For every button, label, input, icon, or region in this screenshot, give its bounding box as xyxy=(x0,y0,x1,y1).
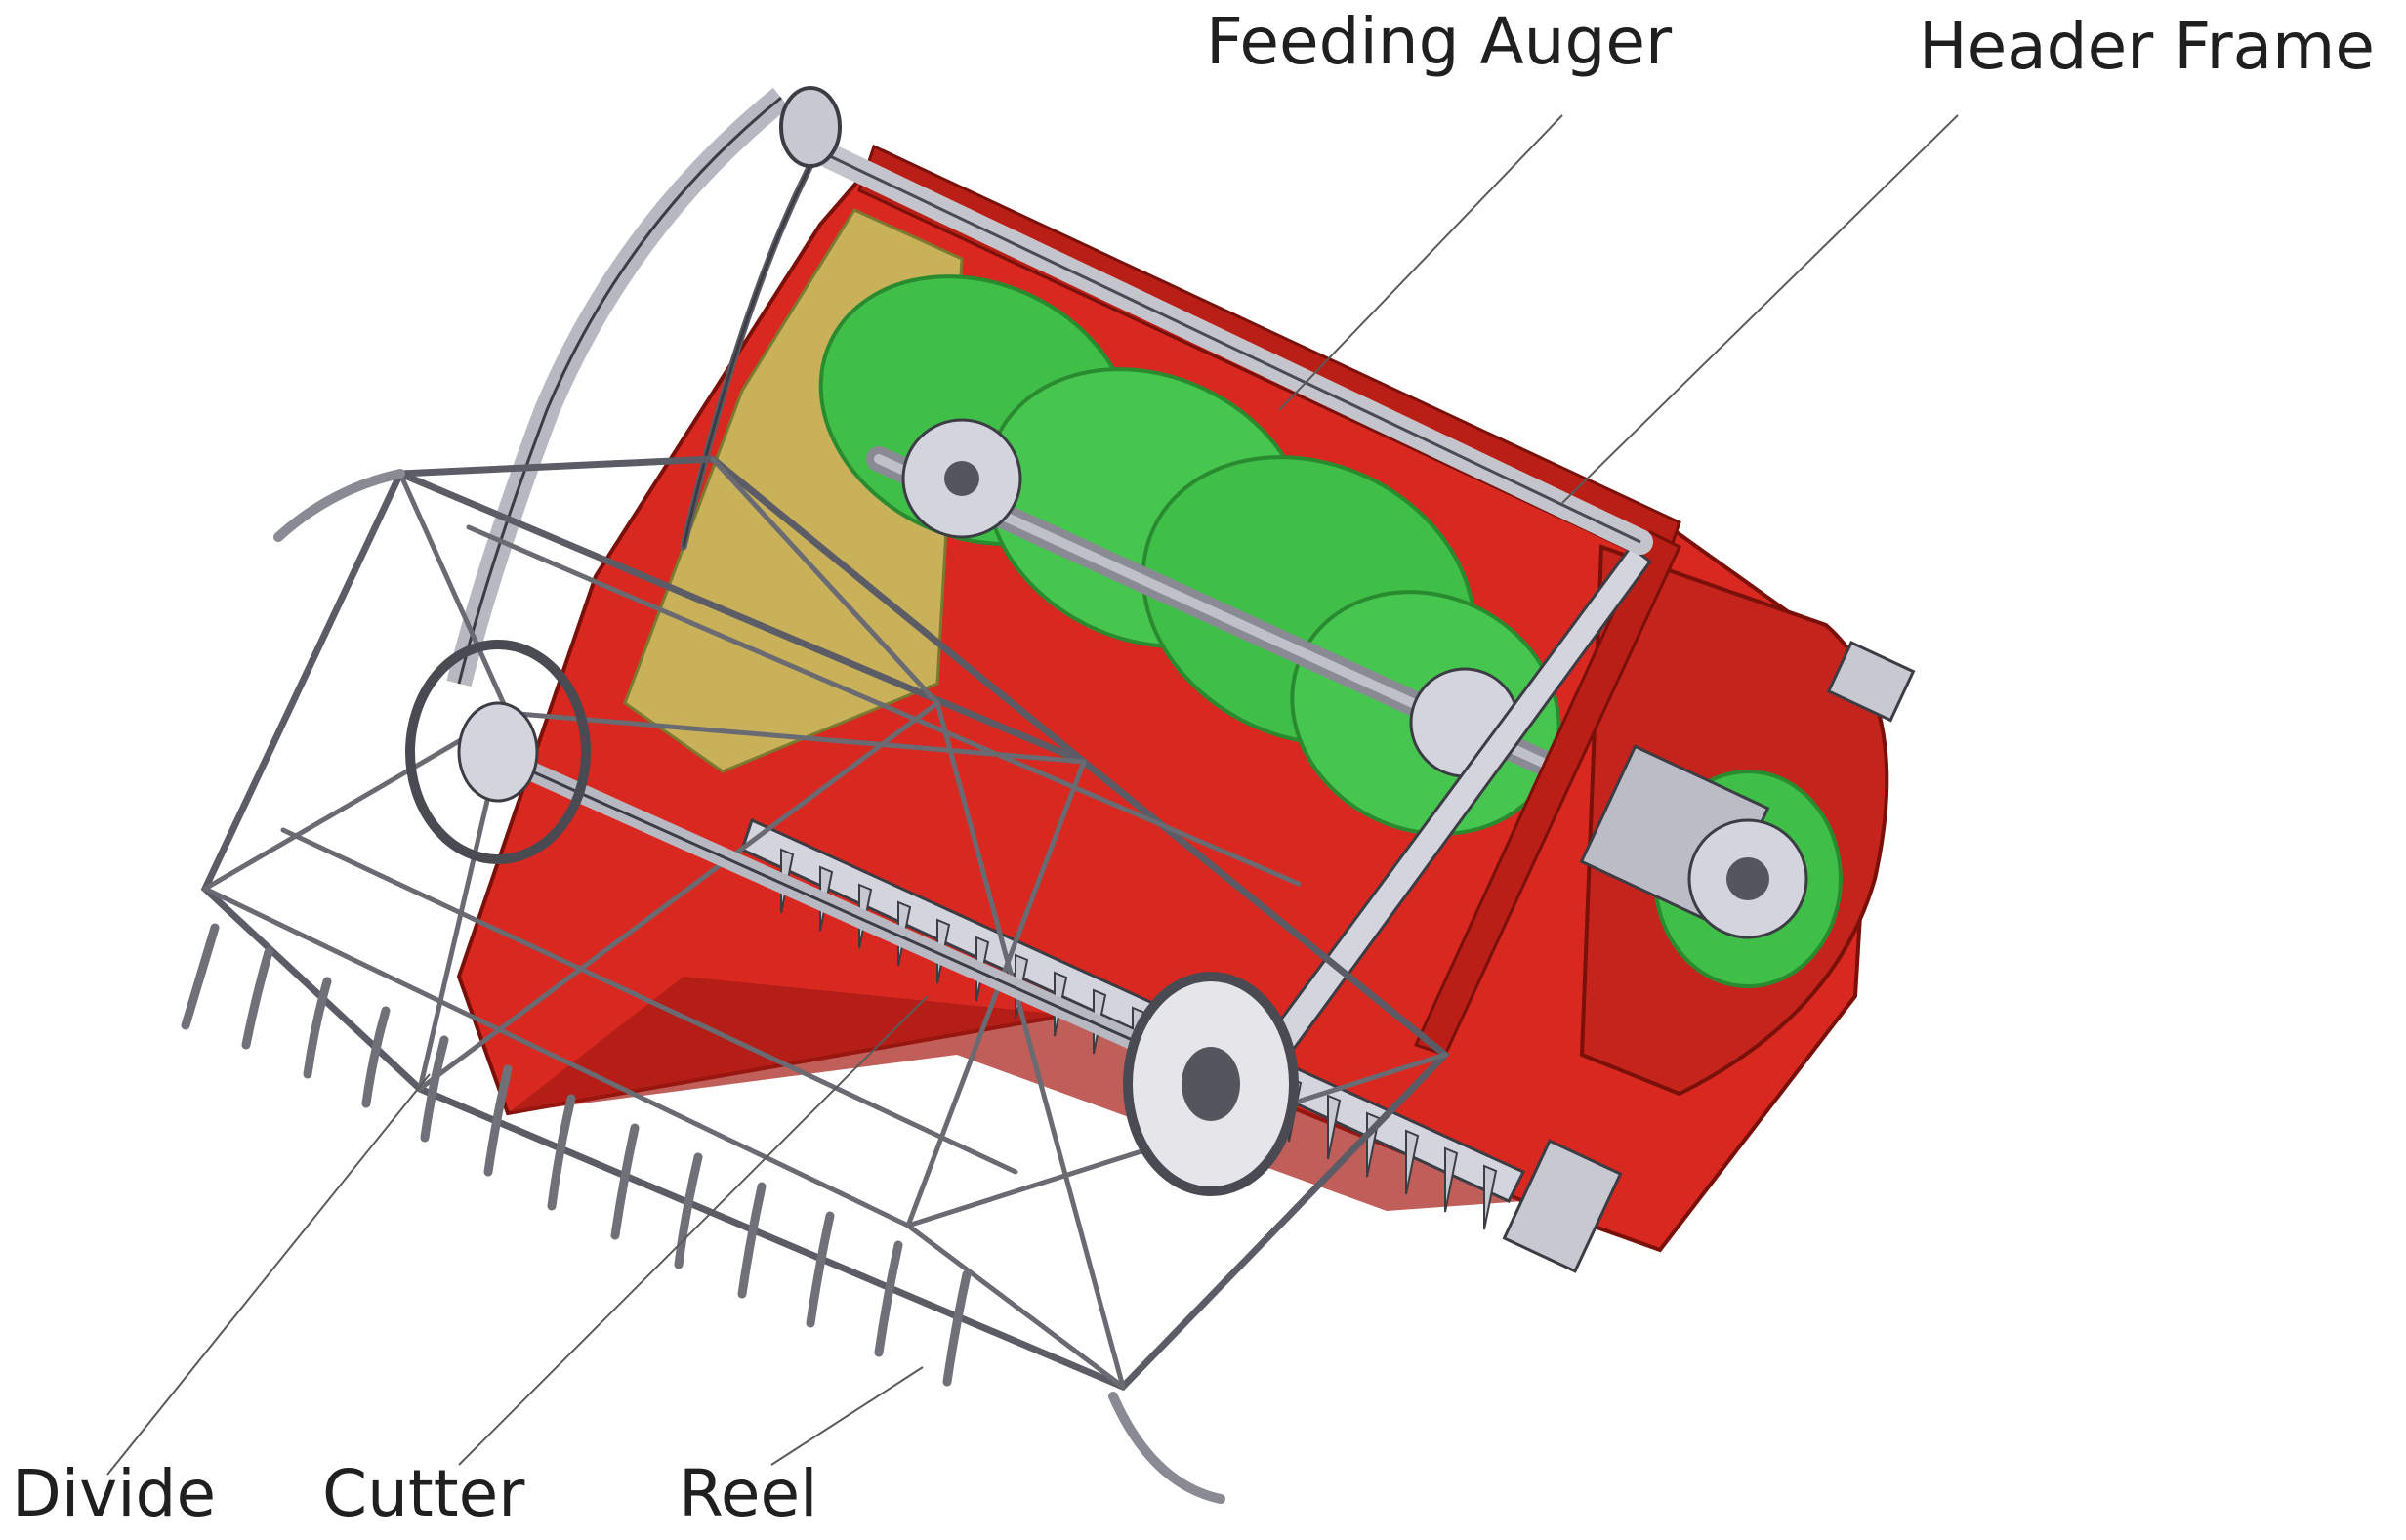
label-feeding-auger: Feeding Auger xyxy=(1206,4,1673,79)
callout-labels: Feeding Auger Header Frame Divide Cutter… xyxy=(12,4,2375,1531)
drive-pulley xyxy=(1579,744,1843,988)
label-divide: Divide xyxy=(12,1456,216,1531)
callout-leaders xyxy=(106,114,1959,1476)
reel-tines xyxy=(181,923,972,1387)
feeding-auger xyxy=(818,274,1575,836)
label-reel: Reel xyxy=(679,1456,817,1531)
reel xyxy=(181,455,1451,1504)
header-frame xyxy=(446,86,1916,1164)
label-cutter: Cutter xyxy=(322,1456,525,1531)
label-header-frame: Header Frame xyxy=(1919,9,2375,84)
